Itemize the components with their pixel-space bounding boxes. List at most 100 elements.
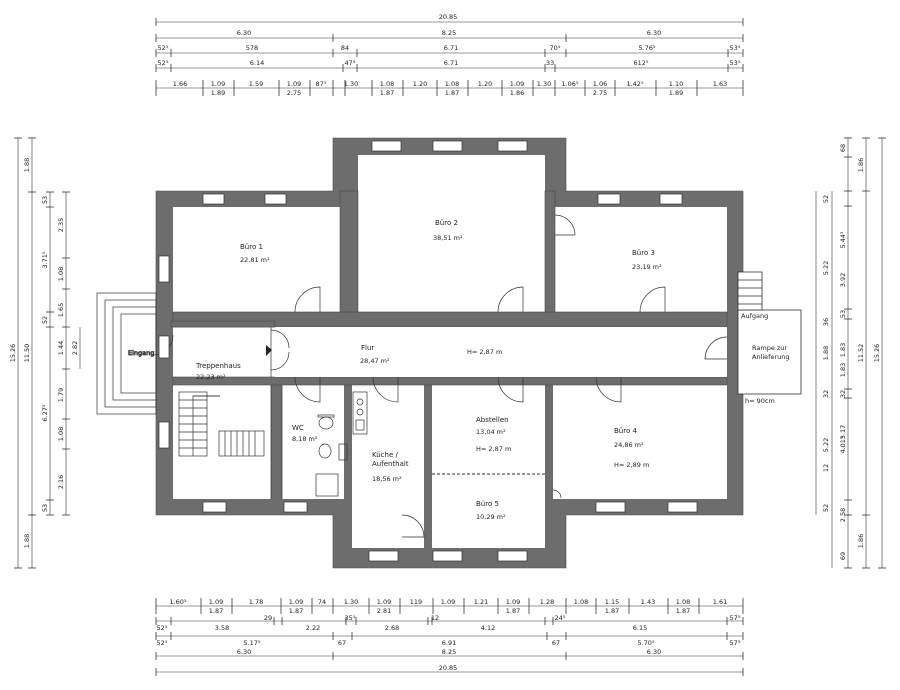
entrance-arrow: [266, 345, 272, 356]
top-r4-12: 1.06⁵: [561, 80, 578, 88]
bot-r3-8: 24⁵: [555, 614, 566, 622]
top-r4-6: 1.08: [380, 80, 394, 88]
top-total-dim: 20.85: [439, 13, 458, 21]
top-r4-5: 1.30: [344, 80, 358, 88]
bot-dim-2: 8.25: [442, 648, 456, 656]
right-mid-7: 32: [822, 390, 830, 398]
bot-r4-8: 1.09: [441, 598, 455, 606]
bot-r3-10: 57⁵: [730, 614, 741, 622]
eingang-label: Eingang: [128, 349, 154, 357]
bot-r4-9: 1.21: [474, 598, 488, 606]
top-r5-3: 1.87: [445, 89, 459, 97]
right-inner-2: 1.83: [839, 343, 847, 357]
bot-r4-5: 1.30: [344, 598, 358, 606]
staircase: [178, 391, 265, 457]
rampe-label-1: Rampe zur: [752, 344, 787, 352]
left-inner-7: 2.16: [57, 475, 65, 489]
flur-area: 28,47 m²: [360, 357, 390, 365]
left-inner-4: 2.82: [71, 341, 79, 355]
bot-r2-2: 67: [338, 639, 346, 647]
top-r4-7: 1.20: [413, 80, 427, 88]
building: [155, 137, 744, 569]
top-r4-0: 1.66: [173, 80, 187, 88]
bot-r2-5: 5.70⁵: [637, 639, 654, 647]
bottom-dimensions: 1.60⁵ 1.09 1.78 1.09 74 1.30 1.09 119 1.…: [155, 598, 744, 676]
top-r5-1: 2.75: [287, 89, 301, 97]
bot-r4-14: 1.43: [641, 598, 655, 606]
bot-r5-3: 1.87: [506, 607, 520, 615]
bot-r2-1: 5.17⁵: [243, 639, 260, 647]
left-mid-2: 52: [41, 316, 49, 324]
kueche-area: 18,56 m²: [372, 475, 402, 483]
kueche-name-2: Aufenthalt: [372, 460, 409, 468]
buero3-name: Büro 3: [632, 249, 655, 257]
right-inner-4: 32: [839, 390, 847, 398]
treppenhaus-name: Treppenhaus: [195, 362, 241, 370]
right-inner-3: 1.83: [839, 363, 847, 377]
top-r3-0: 52⁵: [158, 59, 169, 67]
bot-r4-10: 1.09: [506, 598, 520, 606]
top-r5-5: 2.75: [593, 89, 607, 97]
top-r2-5: 5.76⁵: [638, 44, 655, 52]
buero4-name: Büro 4: [614, 427, 637, 435]
bot-r3-2: 29: [264, 614, 272, 622]
bot-r5-4: 1.87: [605, 607, 619, 615]
ramp: Aufgang Rampe zur Anlieferung h= 90cm: [737, 271, 802, 405]
top-r5-2: 1.87: [380, 89, 394, 97]
left-dimensions: 15.26 1.88 11.50 1.88 53 3.71⁵ 52 6.27⁵ …: [9, 137, 81, 569]
bot-r2-6: 57⁵: [730, 639, 741, 647]
bot-r2-4: 67: [552, 639, 560, 647]
left-inner-6: 1.08: [57, 427, 65, 441]
top-dim-2: 8.25: [442, 29, 456, 37]
right-mid-12: 69: [839, 552, 847, 560]
bot-r4-7: 119: [410, 598, 422, 606]
top-r4-4: 87⁵: [316, 80, 327, 88]
left-total-dim: 15.26: [9, 344, 17, 363]
top-r3-3: 6.71: [444, 59, 458, 67]
bot-r4-16: 1.61: [713, 598, 727, 606]
buero4-height: H= 2,89 m: [614, 461, 649, 469]
left-inner-1: 1.08: [57, 267, 65, 281]
top-r2-6: 53⁵: [730, 44, 741, 52]
bot-r4-3: 1.09: [289, 598, 303, 606]
bot-r5-0: 1.87: [209, 607, 223, 615]
aufgang-label: Aufgang: [741, 312, 768, 320]
buero4-area: 24,86 m²: [614, 441, 644, 449]
bot-r5-1: 1.87: [289, 607, 303, 615]
top-r3-6: 53⁵: [730, 59, 741, 67]
right-mid-0: 68: [839, 144, 847, 152]
left-inner-5: 1.79: [57, 388, 65, 402]
buero5-name: Büro 5: [476, 500, 499, 508]
rampe-height: h= 90cm: [745, 397, 775, 405]
top-r4-3: 1.09: [287, 80, 301, 88]
wc-fixtures: [315, 414, 348, 497]
room-labels: Büro 1 22,81 m² Büro 2 38,51 m² Büro 3 2…: [195, 219, 662, 521]
top-r5-4: 1.86: [510, 89, 524, 97]
bot-dim-1: 6.30: [237, 648, 251, 656]
right-mid-5: 1.88: [822, 346, 830, 360]
top-dimensions: 20.85 6.30 8.25 6.30 52⁵ 578 84 6.71 70⁵…: [155, 13, 744, 97]
right-inner-0: 3.92: [839, 273, 847, 287]
buero1-area: 22,81 m²: [240, 256, 270, 264]
top-r2-0: 52⁵: [158, 44, 169, 52]
top-r5-6: 1.89: [669, 89, 683, 97]
top-r4-11: 1.30: [537, 80, 551, 88]
bottom-total-dim: 20.85: [439, 664, 458, 672]
bot-r4-6: 1.09: [377, 598, 391, 606]
bot-r3-7: 4.12: [481, 624, 495, 632]
bot-r3-3: 2.22: [306, 624, 320, 632]
top-r4-1: 1.09: [211, 80, 225, 88]
bot-r3-5: 2.68: [385, 624, 399, 632]
bot-r4-12: 1.08: [574, 598, 588, 606]
right-mid-6: 5.22: [822, 438, 830, 452]
bot-r4-2: 1.78: [249, 598, 263, 606]
left-mid-0: 53: [41, 196, 49, 204]
top-dim-1: 6.30: [237, 29, 251, 37]
bot-r4-4: 74: [318, 598, 326, 606]
doors: [152, 214, 728, 538]
right-mid-8: 4.01⁵: [839, 436, 847, 453]
right-outer-0: 1.86: [857, 158, 865, 172]
windows: [158, 140, 698, 562]
top-r2-2: 84: [341, 44, 349, 52]
